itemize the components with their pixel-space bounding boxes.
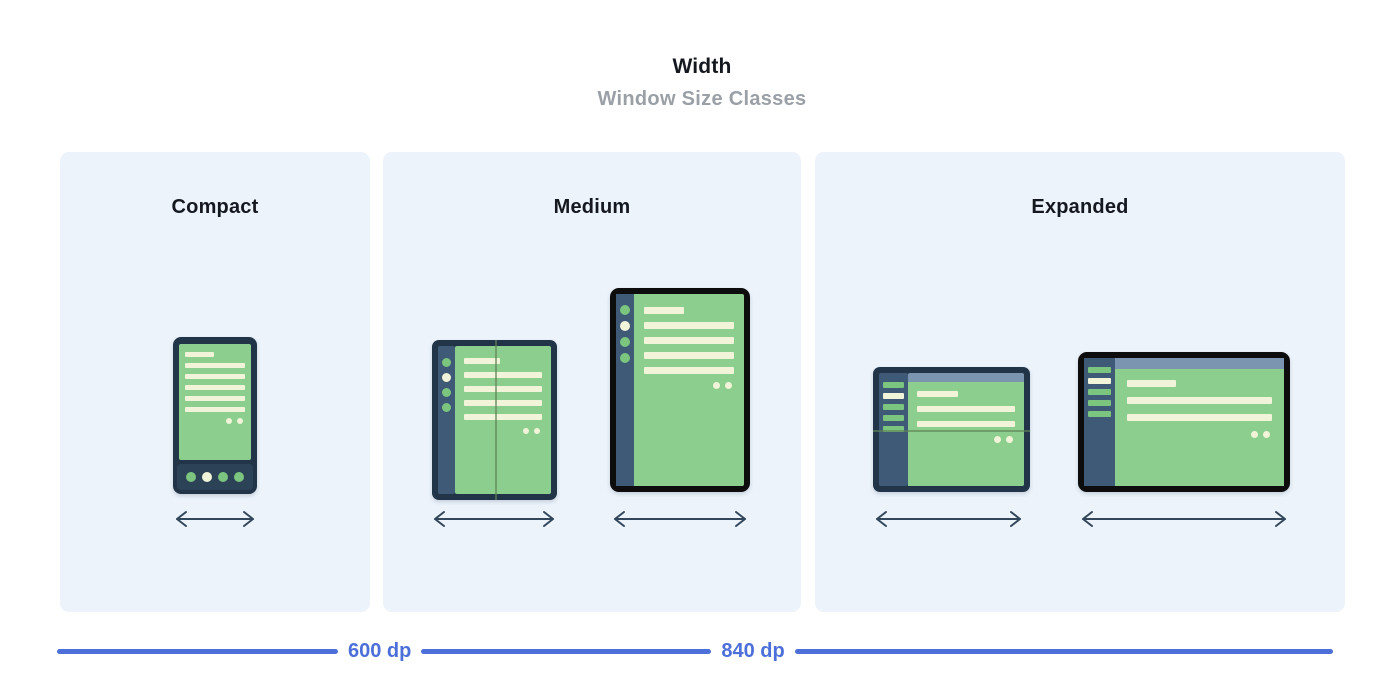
dot-placeholders	[917, 436, 1015, 443]
nav-dot-icon	[186, 472, 196, 482]
panel-medium-title: Medium	[553, 196, 631, 218]
nav-dot-icon	[218, 472, 228, 482]
sidebar-item-placeholder	[883, 382, 904, 388]
text-placeholder-line	[185, 407, 245, 412]
nav-circle-icon	[620, 353, 630, 363]
text-placeholder-line	[185, 363, 245, 368]
tablet-landscape-illustration	[1078, 352, 1290, 492]
sidebar-item-placeholder	[1088, 400, 1111, 406]
panel-compact-title: Compact	[171, 196, 259, 218]
panel-expanded-title: Expanded	[1031, 196, 1129, 218]
panel-expanded: Expanded	[815, 152, 1345, 612]
foldable-landscape-illustration	[873, 367, 1030, 492]
phone-nav-bar	[177, 464, 253, 490]
text-placeholder-line	[1127, 397, 1272, 404]
diagram-subtitle: Window Size Classes	[597, 88, 807, 110]
text-placeholder-line	[464, 414, 542, 420]
sidebar-item-placeholder	[1088, 389, 1111, 395]
dot-icon	[994, 436, 1001, 443]
foldable-content	[908, 382, 1024, 486]
nav-circle-icon	[620, 337, 630, 347]
nav-circle-icon	[442, 358, 451, 367]
tablet-portrait-illustration	[610, 288, 750, 492]
text-placeholder-line	[644, 337, 734, 344]
text-placeholder-line	[464, 372, 542, 378]
panel-medium: Medium	[383, 152, 801, 612]
foldable-nav-rail	[438, 346, 455, 494]
foldable-screen	[455, 346, 551, 494]
dot-icon	[226, 418, 232, 424]
ruler-line-segment	[794, 648, 1333, 654]
diagram-header: Width Window Size Classes	[60, 55, 1344, 111]
nav-circle-icon	[442, 388, 451, 397]
text-placeholder-line	[917, 406, 1015, 412]
ruler-label-840dp: 840 dp	[721, 639, 785, 662]
text-placeholder-line	[1127, 380, 1177, 387]
dot-icon	[1006, 436, 1013, 443]
phone-screen	[179, 344, 251, 460]
text-placeholder-line	[917, 391, 959, 397]
dot-placeholders	[644, 382, 734, 389]
sidebar-item-placeholder	[883, 415, 904, 421]
text-placeholder-line	[185, 385, 245, 390]
width-arrow-icon	[430, 508, 558, 530]
dot-icon	[725, 382, 732, 389]
sidebar-item-placeholder	[883, 393, 904, 399]
text-placeholder-line	[185, 374, 245, 379]
sidebar-item-placeholder	[1088, 378, 1111, 384]
nav-dot-icon	[202, 472, 212, 482]
tablet-content	[1115, 369, 1284, 486]
sidebar-item-placeholder	[1088, 411, 1111, 417]
text-placeholder-line	[644, 352, 734, 359]
dot-placeholders	[1127, 431, 1272, 438]
fold-crease-line	[873, 429, 1030, 432]
text-placeholder-line	[464, 400, 542, 406]
text-placeholder-line	[644, 367, 734, 374]
dot-placeholders	[185, 418, 245, 424]
text-placeholder-line	[644, 307, 684, 314]
dot-icon	[237, 418, 243, 424]
nav-circle-icon	[620, 305, 630, 315]
dot-icon	[713, 382, 720, 389]
foldable-main-area	[908, 373, 1024, 486]
dot-icon	[1263, 431, 1270, 438]
dot-icon	[523, 428, 529, 434]
fold-crease-line	[494, 340, 497, 500]
width-arrow-icon	[1078, 508, 1290, 530]
foldable-open-illustration	[432, 340, 557, 500]
sidebar-placeholder	[1084, 358, 1115, 486]
ruler-line-segment	[57, 648, 338, 654]
width-arrow-icon	[610, 508, 750, 530]
ruler-line-segment	[421, 648, 712, 654]
sidebar-item-placeholder	[883, 426, 904, 432]
dot-placeholders	[464, 428, 542, 434]
text-placeholder-line	[644, 322, 734, 329]
text-placeholder-line	[185, 396, 245, 401]
tablet-nav-rail	[616, 294, 634, 486]
nav-dot-icon	[234, 472, 244, 482]
text-placeholder-line	[464, 386, 542, 392]
width-arrow-icon	[872, 508, 1025, 530]
app-bar-placeholder	[1115, 358, 1284, 369]
width-arrow-icon	[172, 508, 258, 530]
diagram-title: Width	[672, 55, 732, 78]
text-placeholder-line	[917, 421, 1015, 427]
text-placeholder-line	[464, 358, 500, 364]
dot-icon	[534, 428, 540, 434]
sidebar-item-placeholder	[883, 404, 904, 410]
dot-icon	[1251, 431, 1258, 438]
dp-breakpoint-ruler: 600 dp 840 dp	[57, 637, 1333, 665]
phone-illustration	[173, 337, 257, 494]
ruler-label-600dp: 600 dp	[348, 639, 412, 662]
tablet-screen	[634, 294, 744, 486]
text-placeholder-line	[185, 352, 214, 357]
nav-circle-icon	[442, 403, 451, 412]
app-bar-placeholder	[908, 373, 1024, 382]
panel-compact: Compact	[60, 152, 370, 612]
nav-circle-icon	[620, 321, 630, 331]
tablet-main-area	[1115, 358, 1284, 486]
sidebar-item-placeholder	[1088, 367, 1111, 373]
text-placeholder-line	[1127, 414, 1272, 421]
nav-circle-icon	[442, 373, 451, 382]
